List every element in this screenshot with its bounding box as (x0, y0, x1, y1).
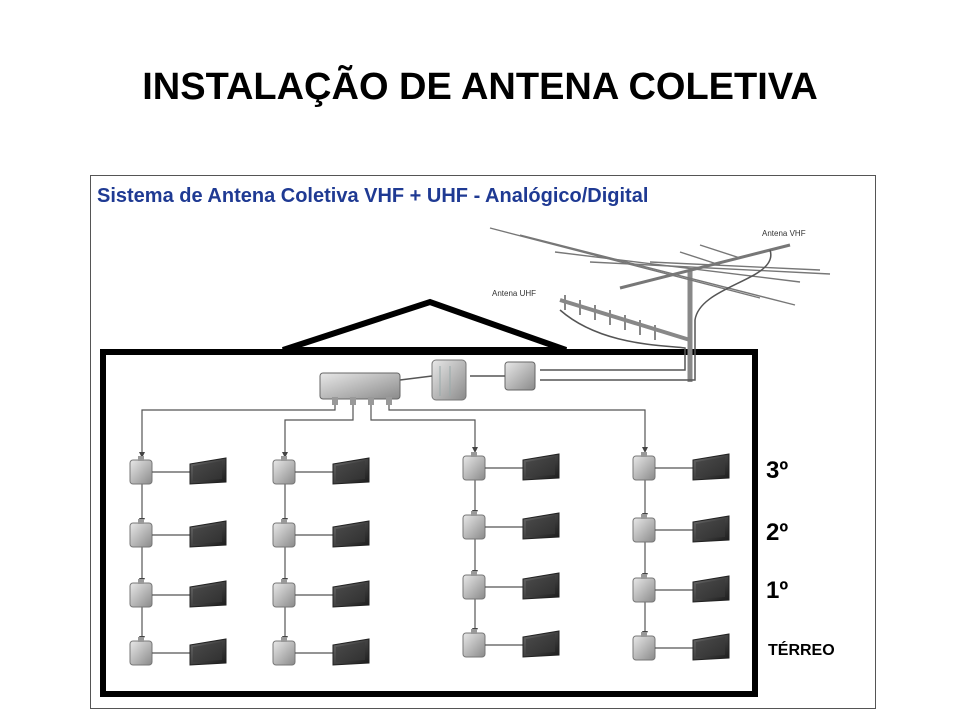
taps-and-tvs (129, 452, 730, 666)
floor-tap (462, 632, 486, 658)
tap-port (471, 452, 477, 457)
floor-tap (272, 522, 296, 548)
floor-tap (632, 635, 656, 661)
tap-port (641, 632, 647, 637)
tap-port (138, 456, 144, 461)
diagram-heading: Sistema de Antena Coletiva VHF + UHF - A… (97, 185, 648, 207)
floor-tap (462, 455, 486, 481)
floor-tap (129, 459, 153, 485)
tv-screen (526, 516, 555, 536)
tap-port (471, 629, 477, 634)
vhf-antenna-label: Antena VHF (762, 229, 806, 238)
uhf-downlead-cable (540, 309, 686, 371)
diagram-frame (90, 175, 876, 709)
tap-port (281, 519, 287, 524)
tap-port (641, 452, 647, 457)
tv-screen (336, 461, 365, 481)
floor-tap (129, 522, 153, 548)
tap-port (641, 574, 647, 579)
tv-screen (526, 457, 555, 477)
tv-screen (193, 642, 222, 662)
tv-screen (526, 634, 555, 654)
tv-screen (696, 457, 725, 477)
vhf-uhf-mixer (504, 361, 536, 391)
floor-label-3: 3º (766, 457, 788, 484)
building-roof (282, 298, 567, 353)
tv-screen (526, 576, 555, 596)
vhf-downlead-cable (540, 249, 772, 381)
building-outline (100, 349, 758, 697)
tv-screen (336, 584, 365, 604)
tap-port (281, 637, 287, 642)
page-title: INSTALAÇÃO DE ANTENA COLETIVA (142, 66, 818, 108)
uhf-antenna-label: Antena UHF (492, 289, 536, 298)
floor-tap (632, 577, 656, 603)
tv-screen (336, 524, 365, 544)
tv-screen (336, 642, 365, 662)
floor-tap (632, 455, 656, 481)
tv-screen (193, 461, 222, 481)
tv-screen (193, 524, 222, 544)
amplifier-to-splitter-cable (399, 375, 433, 381)
floor-tap (272, 459, 296, 485)
floor-tap (632, 517, 656, 543)
tap-port (138, 637, 144, 642)
tv-screen (696, 637, 725, 657)
main-splitter (319, 372, 401, 400)
tv-screen (193, 584, 222, 604)
vhf-antenna (489, 227, 831, 306)
tap-port (471, 511, 477, 516)
tap-port (281, 456, 287, 461)
floor-tap (462, 514, 486, 540)
distribution-cables (139, 405, 648, 458)
floor-tap (129, 640, 153, 666)
floor-tap (129, 582, 153, 608)
tap-port (138, 519, 144, 524)
tap-port (281, 579, 287, 584)
floor-tap (272, 582, 296, 608)
tap-port (641, 514, 647, 519)
signal-amplifier (431, 359, 467, 401)
floor-tap (462, 574, 486, 600)
tv-screen (696, 519, 725, 539)
floor-label-terreo: TÉRREO (768, 640, 835, 659)
floor-tap (272, 640, 296, 666)
tap-port (138, 579, 144, 584)
floor-label-1: 1º (766, 577, 788, 604)
tap-port (471, 571, 477, 576)
uhf-antenna (559, 295, 691, 342)
floor-label-2: 2º (766, 519, 788, 546)
tv-screen (696, 579, 725, 599)
